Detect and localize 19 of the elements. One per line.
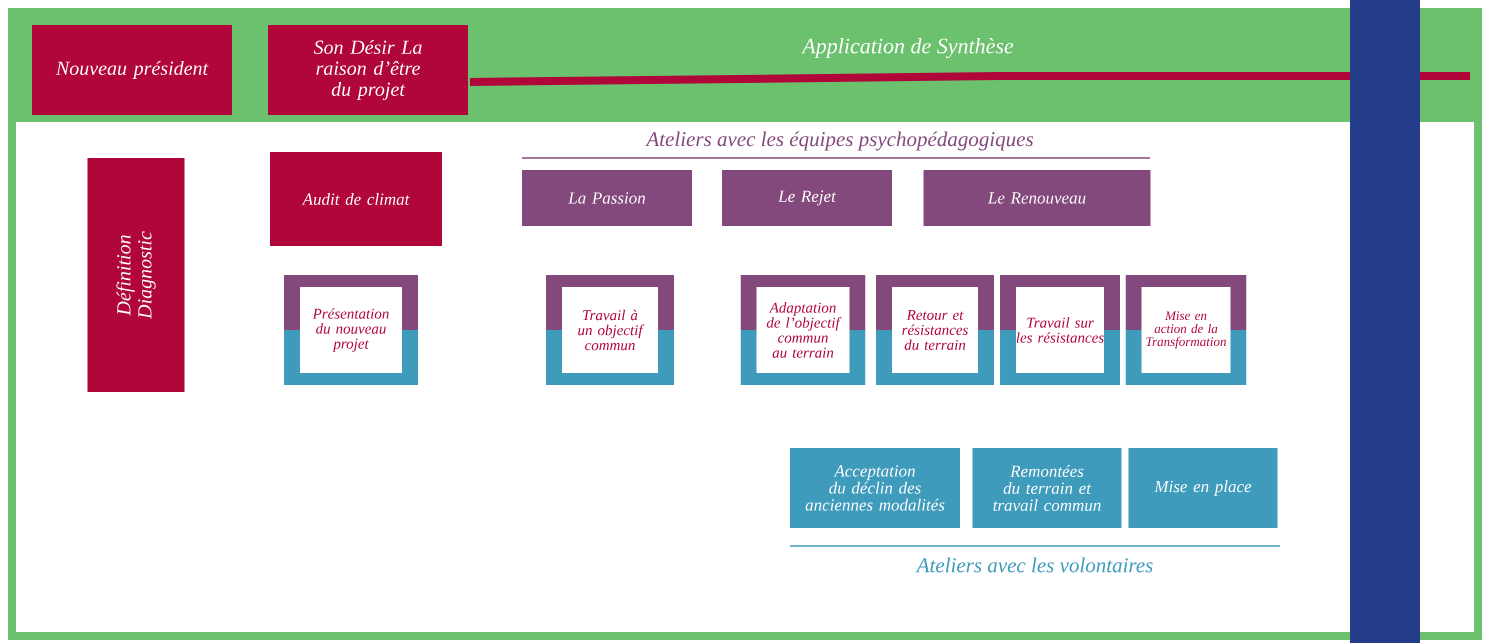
phase-box: Le Rejet [722, 170, 892, 226]
outcome-box: Remontées du terrain et travail commun [972, 448, 1122, 528]
title-box: Nouveau président [32, 25, 232, 115]
section-label: Ateliers avec les équipes psychopédagogiques [645, 131, 1034, 151]
title-box: Son Désir La raison d’être du projet [268, 25, 468, 115]
title: Application de Synthèse [801, 37, 1014, 58]
workshop-frame: Retour et résistances du terrain [876, 275, 994, 385]
title-box: Définition Diagnostic [87, 158, 185, 392]
workshop-frame: Mise en action de la Transformation [1125, 275, 1247, 385]
phase-box: La Passion [522, 170, 692, 226]
workshop-frame: Travail sur les résistances [1000, 275, 1120, 385]
outcome-box: Mise en place [1128, 448, 1278, 528]
workshop-frame: Travail à un objectif commun [546, 275, 674, 385]
workshop-frame: Présentation du nouveau projet [284, 275, 418, 385]
section-label: Ateliers avec les volontaires [915, 557, 1153, 573]
workshop-frame: Adaptation de l’objectif commun au terrain [740, 275, 866, 385]
outcome-box: Acceptation du déclin des anciennes modalités [790, 448, 960, 528]
title-box: Audit de climat [270, 152, 442, 246]
phase-box: Le Renouveau [923, 170, 1151, 226]
